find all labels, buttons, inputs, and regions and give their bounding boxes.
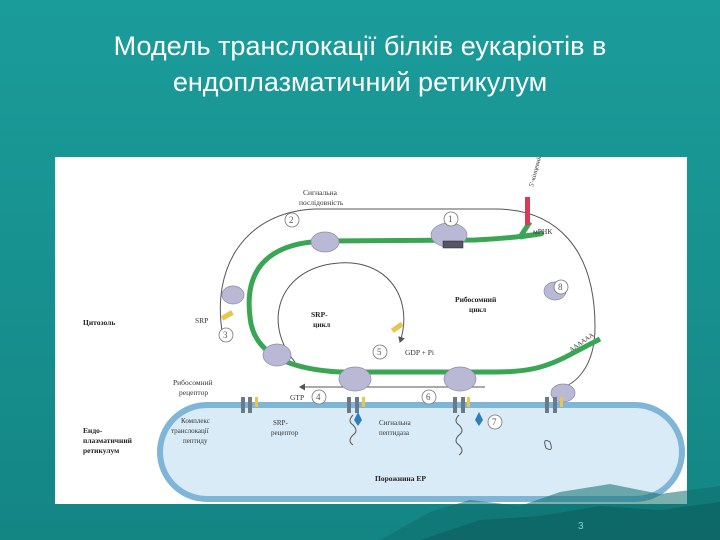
label-cytosol: Цитозоль	[83, 318, 115, 327]
mrna-cap	[525, 197, 530, 225]
slide-title: Модель транслокації білків еукаріотів в …	[0, 28, 720, 100]
step-number: 5	[377, 347, 382, 357]
label-translocon: Комплекс	[181, 417, 210, 425]
label-signal-peptidase: Сигнальна	[379, 419, 412, 427]
label-srp-receptor: SRP-	[273, 419, 288, 427]
label-signal-seq: Сигнальна	[303, 188, 338, 197]
srp-receptor	[560, 397, 563, 407]
translocon-channel	[545, 397, 549, 413]
ribosome	[339, 367, 371, 391]
translocon-channel	[453, 397, 457, 413]
title-line-1: Модель транслокації білків еукаріотів в	[0, 28, 720, 64]
translocon-channel	[355, 397, 359, 413]
ribosome	[263, 344, 291, 366]
translocon-channel	[248, 397, 252, 413]
label-ribosome-cycle: цикл	[469, 305, 487, 314]
step-number: 7	[492, 417, 497, 427]
srp-receptor	[362, 397, 365, 407]
label-gdp: GDP + Pi	[405, 348, 434, 357]
label-er: плазматичний	[83, 436, 133, 445]
label-ribosome-cycle: Рибосомний	[455, 295, 497, 304]
step-number: 1	[448, 214, 453, 224]
label-translocon: транслокації	[171, 427, 209, 435]
decorative-hills	[0, 470, 720, 540]
label-signal-seq: послідовність	[299, 198, 344, 207]
translocon-channel	[461, 397, 465, 413]
page-number: 3	[578, 521, 584, 532]
step-number: 8	[558, 282, 563, 292]
ribosome	[311, 232, 339, 252]
translocon-channel	[347, 397, 351, 413]
translocation-diagram: 1 2 3 4 5 6 7 8 Цитозоль Ендо- плазматич…	[55, 157, 687, 504]
ribosome	[444, 367, 476, 391]
step-number: 3	[223, 330, 228, 340]
label-cap: 5'-кінцевий	[528, 157, 543, 188]
label-srp-cycle: цикл	[313, 320, 331, 329]
translocon-channel	[553, 397, 557, 413]
label-signal-peptidase: пептидаза	[379, 429, 410, 437]
label-ribosome-receptor: рецептор	[179, 388, 208, 397]
label-ribosome-receptor: Рибосомний	[173, 378, 213, 387]
label-gtp: GTP	[290, 393, 304, 402]
ribosome-start-marker	[443, 241, 463, 248]
translocon-channel	[241, 397, 245, 413]
label-srp: SRP	[195, 316, 208, 325]
title-line-2: ендоплазматичний ретикулум	[0, 64, 720, 100]
label-translocon: пептиду	[183, 437, 208, 445]
ribosome	[222, 286, 244, 304]
step-number: 4	[316, 392, 321, 402]
srp-receptor	[467, 397, 470, 407]
srp-particle	[221, 310, 234, 320]
label-srp-cycle: SRP-	[311, 310, 328, 319]
label-er: ретикулум	[83, 446, 119, 455]
label-mrna: мРНК	[533, 227, 553, 236]
srp-particle	[391, 322, 404, 333]
step-number: 2	[289, 215, 294, 225]
srp-receptor	[255, 397, 258, 407]
label-srp-receptor: рецептор	[271, 429, 299, 437]
diagram-svg: 1 2 3 4 5 6 7 8 Цитозоль Ендо- плазматич…	[55, 157, 687, 504]
step-number: 6	[426, 392, 431, 402]
label-er: Ендо-	[83, 426, 103, 435]
